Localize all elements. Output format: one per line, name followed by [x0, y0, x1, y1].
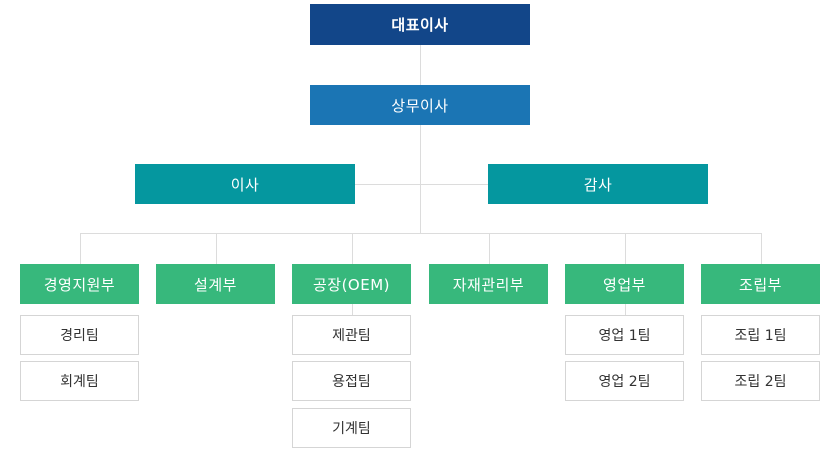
dept-management-support: 경영지원부: [20, 264, 139, 304]
team-assembly-2: 조립 2팀: [701, 361, 820, 401]
team-fabrication: 제관팀: [292, 315, 411, 355]
director-box: 이사: [135, 164, 355, 204]
dept-materials: 자재관리부: [429, 264, 548, 304]
team-accounting: 경리팀: [20, 315, 139, 355]
team-sales-2: 영업 2팀: [565, 361, 684, 401]
managing-director-box: 상무이사: [310, 85, 530, 125]
auditor-box: 감사: [488, 164, 708, 204]
dept-design: 설계부: [156, 264, 275, 304]
team-assembly-1: 조립 1팀: [701, 315, 820, 355]
team-welding: 용접팀: [292, 361, 411, 401]
team-machinery: 기계팀: [292, 408, 411, 448]
dept-sales: 영업부: [565, 264, 684, 304]
ceo-box: 대표이사: [310, 4, 530, 45]
dept-factory: 공장(OEM): [292, 264, 411, 304]
team-sales-1: 영업 1팀: [565, 315, 684, 355]
team-finance: 회계팀: [20, 361, 139, 401]
dept-assembly: 조립부: [701, 264, 820, 304]
